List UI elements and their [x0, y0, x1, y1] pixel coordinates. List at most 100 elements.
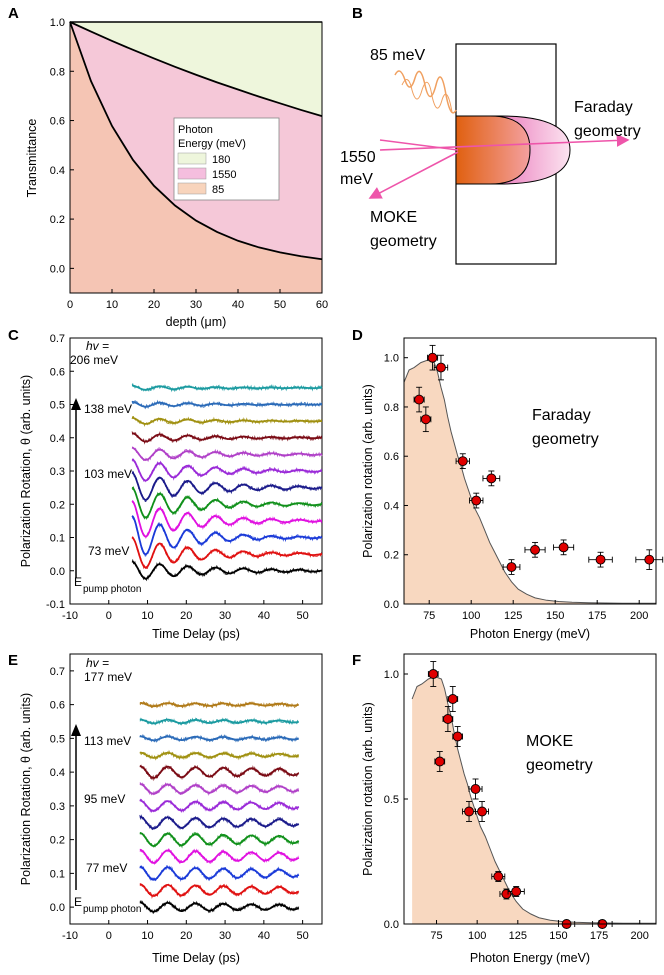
panel-d-frame: [403, 337, 657, 605]
penetration-85-region: [455, 115, 531, 185]
trace-data-4: [131, 485, 323, 521]
data-point: [457, 456, 468, 467]
data-point: [447, 694, 458, 704]
panel-letter-e: E: [8, 652, 18, 669]
panel-f-annotation-2: geometry: [526, 757, 593, 774]
panel-e-xtick-label: 10: [141, 930, 153, 942]
legend-title-line1: Photon: [178, 124, 213, 136]
panel-c-ytick-label: 0.4: [50, 433, 65, 445]
panel-a-ytick-label: 0.6: [50, 116, 65, 128]
data-point: [427, 352, 438, 363]
panel-c-103-label: 103 meV: [84, 467, 132, 481]
panel-d-ytick-label: 1.0: [384, 353, 399, 365]
trace-data-12: [139, 699, 299, 709]
trace-fit-2: [139, 865, 300, 881]
panel-c-xtick-label: 20: [180, 610, 192, 622]
panel-f-xlabel: Photon Energy (meV): [470, 951, 590, 965]
panel-a-ytick-label: 1.0: [50, 17, 65, 29]
panel-f-xtick-label: 150: [549, 930, 567, 942]
label-faraday: Faraday: [574, 99, 633, 116]
panel-e-pump-photon-label: pump photon: [83, 904, 141, 915]
data-point: [470, 784, 481, 794]
data-point: [414, 394, 425, 405]
panel-a-ylabel: Transmittance: [25, 119, 39, 198]
panel-d-xtick-label: 75: [423, 610, 435, 622]
panel-b-diagram: 85 meV 1550 meV Faraday geometry MOKE ge…: [340, 43, 641, 265]
panel-e-xtick-label: -10: [62, 930, 78, 942]
trace-fit-3: [139, 848, 300, 864]
panel-c-ytick-label: 0.0: [50, 566, 65, 578]
label-1550-mev: meV: [340, 171, 373, 188]
panel-letter-c: C: [8, 327, 19, 344]
spectrum-fill: [404, 360, 656, 604]
panel-c-ytick-label: 0.5: [50, 400, 65, 412]
panel-c-206-label: 206 meV: [70, 353, 118, 367]
panel-d-spectrum: [403, 359, 656, 604]
panel-a-xtick-label: 30: [190, 299, 202, 311]
panel-e-ytick-label: 0.6: [50, 700, 65, 712]
panel-a-ytick-label: 0.4: [50, 165, 65, 177]
panel-f-xtick-label: 200: [631, 930, 649, 942]
panel-d-ytick-label: 0.2: [384, 550, 399, 562]
trace-fit-8: [139, 765, 300, 779]
panel-d-xtick-label: 125: [504, 610, 522, 622]
panel-a-area-85: [70, 22, 322, 293]
terahertz-wave: [394, 70, 457, 114]
panel-f-ytick-label: 0.5: [384, 794, 399, 806]
panel-c-73-label: 73 meV: [88, 544, 129, 558]
panel-d-ytick-label: 0.4: [384, 500, 399, 512]
panel-a-ytick-label: 0.0: [50, 263, 65, 275]
data-point: [506, 562, 517, 573]
panel-e-xtick-label: 30: [219, 930, 231, 942]
panel-d-annotation-1: Faraday: [532, 407, 591, 424]
legend-label-180: 180: [212, 154, 230, 166]
trace-fit-2: [131, 515, 323, 556]
panel-a-xtick-label: 60: [316, 299, 328, 311]
panel-f-xtick-label: 100: [468, 930, 486, 942]
panel-c-traces: [131, 382, 323, 582]
trace-fit-4: [131, 486, 323, 519]
legend-title-line2: Energy (meV): [178, 138, 246, 150]
panel-c-ylabel: Polarization Rotation, θ (arb. units): [19, 375, 33, 567]
trace-fit-10: [139, 735, 299, 742]
data-point: [558, 542, 569, 553]
spectrum-line: [403, 359, 656, 604]
data-point: [452, 731, 463, 742]
trace-fit-10: [131, 400, 323, 408]
data-point: [434, 756, 445, 767]
panel-d-points: [413, 344, 664, 575]
panel-c-ytick-label: 0.3: [50, 466, 65, 478]
trace-fit-3: [131, 500, 323, 538]
trace-fit-0: [139, 901, 300, 913]
label-faraday-geometry: geometry: [574, 123, 641, 140]
trace-fit-6: [131, 458, 323, 482]
panel-a-curve-85: [69, 21, 323, 261]
data-point: [442, 714, 453, 724]
panel-a-xtick-label: 10: [106, 299, 118, 311]
panel-e-113-label: 113 meV: [84, 734, 131, 748]
panel-c-xtick-label: -10: [62, 610, 78, 622]
panel-d-ytick-label: 0.0: [384, 599, 399, 611]
legend-swatch-180: [177, 152, 207, 165]
data-point: [428, 669, 439, 679]
panel-f-xtick-label: 125: [509, 930, 527, 942]
trace-fit-11: [139, 718, 299, 725]
panel-e-xtick-label: 40: [258, 930, 270, 942]
trace-data-7: [139, 781, 300, 796]
panel-f-annotation-1: MOKE: [526, 733, 573, 750]
data-point: [477, 806, 487, 817]
panel-c-arrowhead: [71, 398, 81, 410]
trace-fit-11: [131, 384, 322, 391]
panel-f-spectrum: [411, 675, 656, 924]
panel-f-xtick-label: 175: [590, 930, 608, 942]
panel-c-xtick-label: 50: [296, 610, 308, 622]
trace-fit-7: [139, 783, 300, 795]
panel-a-curve-1550: [69, 21, 323, 117]
panel-e-ytick-label: 0.0: [50, 902, 65, 914]
